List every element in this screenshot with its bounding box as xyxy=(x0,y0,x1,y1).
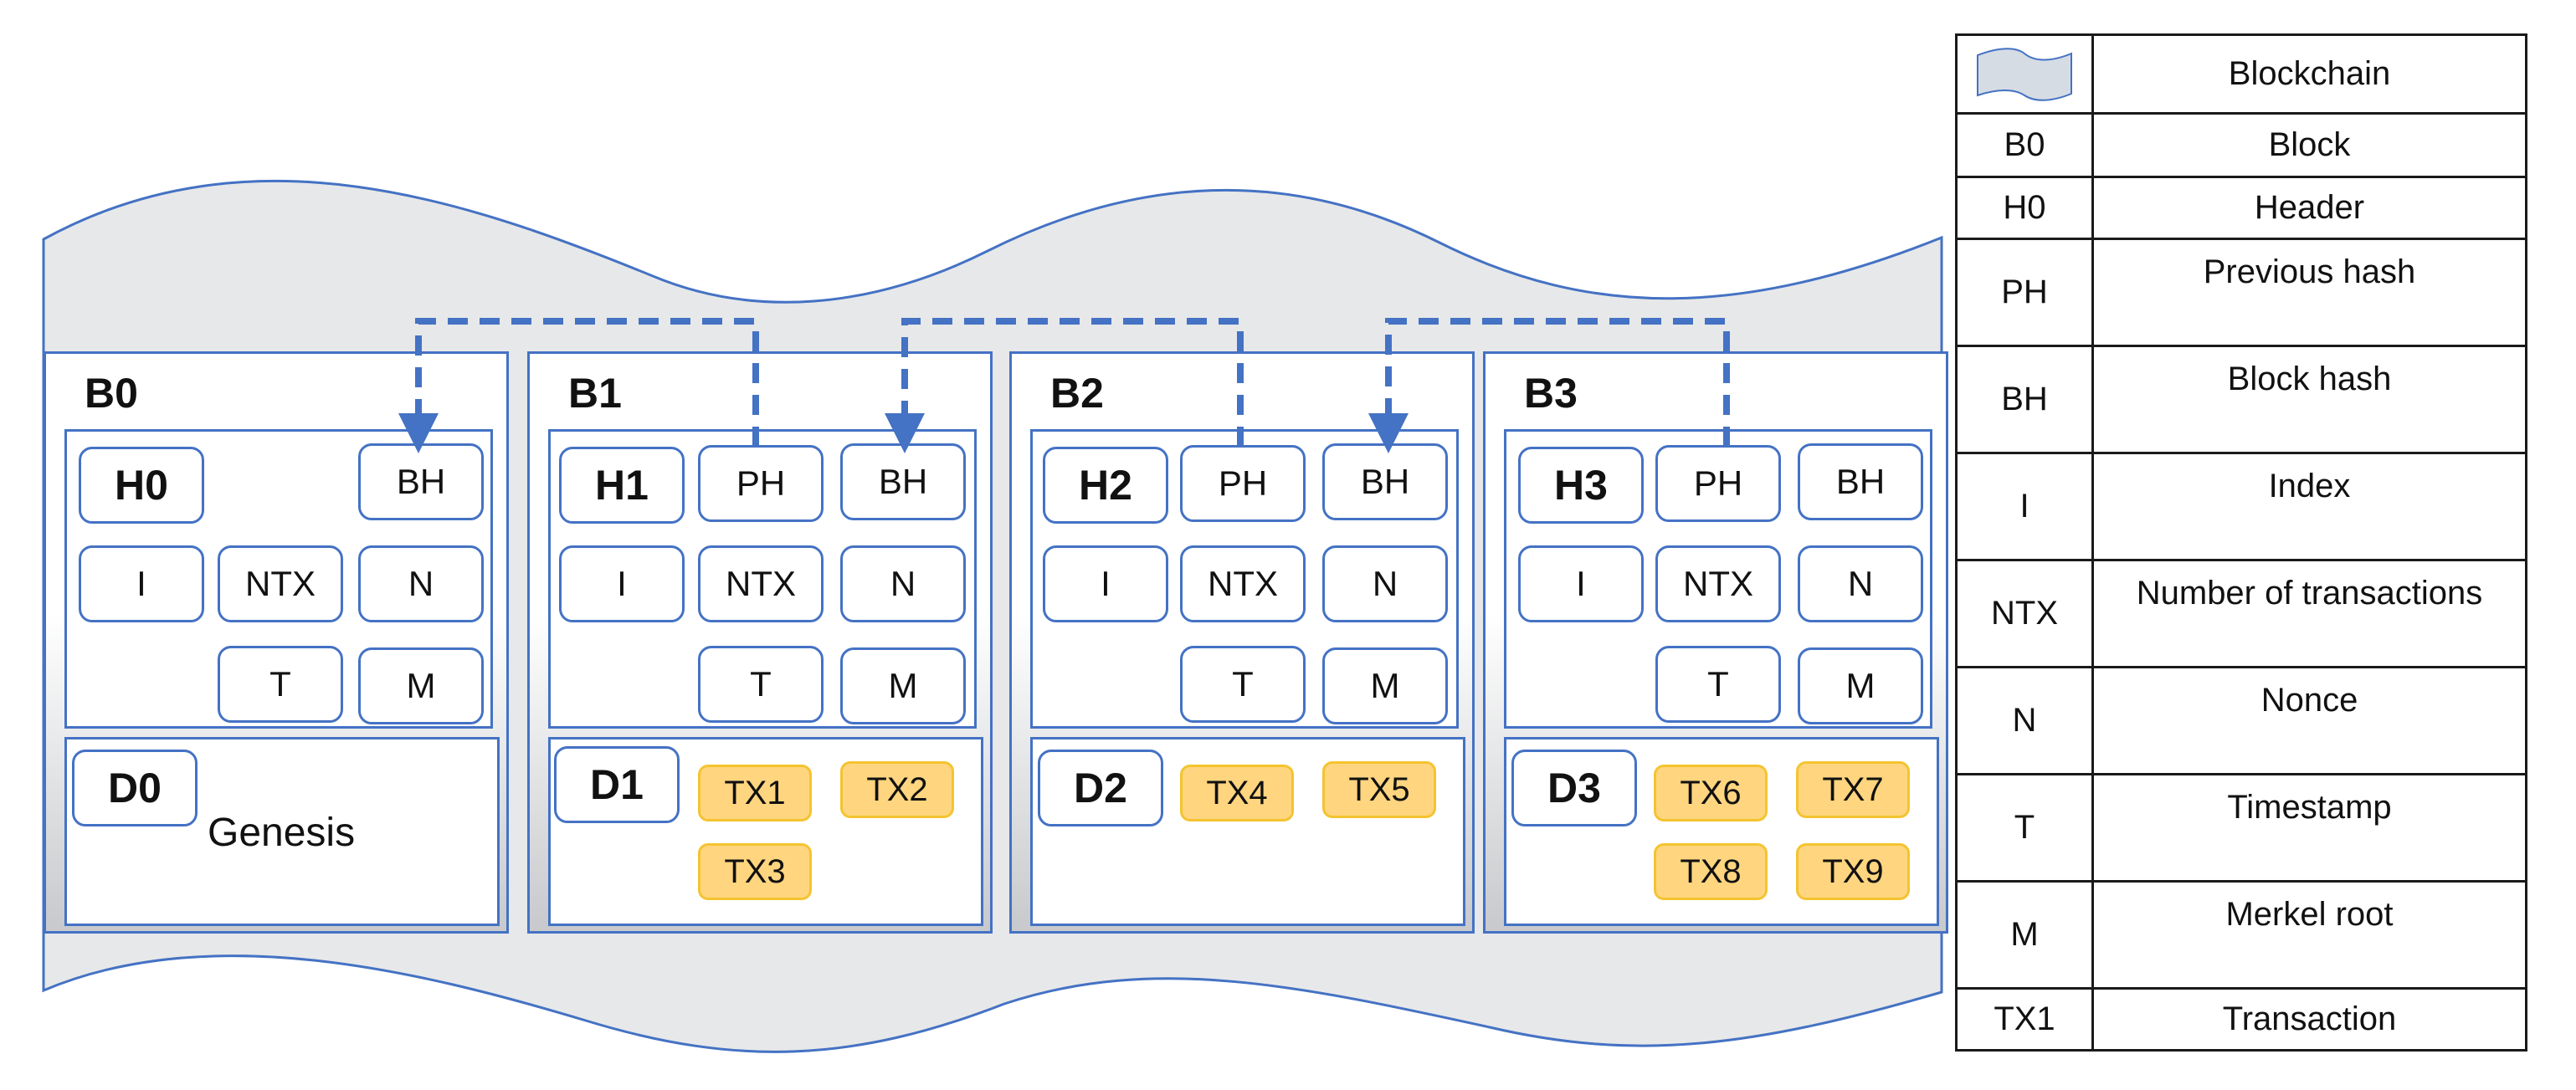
data-title: D3 xyxy=(1511,750,1637,826)
block-b0: B0 H0 BH I NTX N T M D0 Genesis xyxy=(44,351,509,934)
transaction-chip: TX5 xyxy=(1322,761,1436,818)
transaction-chip: TX6 xyxy=(1654,765,1768,821)
transaction-chip: TX1 xyxy=(698,765,812,821)
legend-meaning: Blockchain xyxy=(2091,33,2527,115)
legend-symbol xyxy=(1955,33,2094,115)
nonce-field: N xyxy=(1322,545,1448,622)
ntx-field: NTX xyxy=(1655,545,1781,622)
header-frame: H0 BH I NTX N T M xyxy=(64,429,493,729)
transaction-chip: TX7 xyxy=(1796,761,1910,818)
legend-meaning: Previous hash xyxy=(2091,238,2527,347)
merkle-root-field: M xyxy=(1322,647,1448,724)
merkle-root-field: M xyxy=(358,647,484,724)
legend-row: H0 Header xyxy=(1955,176,2527,240)
legend-symbol: T xyxy=(1955,773,2094,883)
merkle-root-field: M xyxy=(1798,647,1923,724)
genesis-label: Genesis xyxy=(208,811,356,855)
block-b3: B3 H3 PH BH I NTX N T M D3 TX6 TX7 TX8 T… xyxy=(1483,351,1948,934)
block-hash-field: BH xyxy=(1322,443,1448,520)
block-hash-field: BH xyxy=(358,443,484,520)
block-b1: B1 H1 PH BH I NTX N T M D1 TX1 TX2 TX3 xyxy=(527,351,993,934)
ntx-field: NTX xyxy=(698,545,824,622)
legend-row: T Timestamp xyxy=(1955,773,2527,883)
legend-meaning: Transaction xyxy=(2091,987,2527,1052)
block-label: B1 xyxy=(568,370,622,417)
legend-symbol: BH xyxy=(1955,345,2094,454)
legend-symbol: H0 xyxy=(1955,176,2094,240)
transaction-chip: TX3 xyxy=(698,843,812,900)
transaction-chip: TX4 xyxy=(1180,765,1294,821)
legend-row: PH Previous hash xyxy=(1955,238,2527,347)
data-title: D2 xyxy=(1038,750,1163,826)
legend-meaning: Block xyxy=(2091,112,2527,178)
data-title: D0 xyxy=(72,750,198,826)
legend-row: NTX Number of transactions xyxy=(1955,559,2527,668)
header-frame: H1 PH BH I NTX N T M xyxy=(548,429,977,729)
legend-table: Blockchain B0 Block H0 Header PH Previou… xyxy=(1955,33,2527,1052)
data-frame: D1 TX1 TX2 TX3 xyxy=(548,737,983,926)
transaction-chip: TX2 xyxy=(840,761,954,818)
merkle-root-field: M xyxy=(840,647,966,724)
legend-meaning: Header xyxy=(2091,176,2527,240)
legend-row: M Merkel root xyxy=(1955,880,2527,990)
legend-meaning: Nonce xyxy=(2091,666,2527,775)
timestamp-field: T xyxy=(218,646,343,723)
nonce-field: N xyxy=(840,545,966,622)
header-title: H0 xyxy=(79,447,204,524)
header-title: H1 xyxy=(559,447,685,524)
legend-meaning: Index xyxy=(2091,452,2527,561)
legend-symbol: N xyxy=(1955,666,2094,775)
legend-symbol: NTX xyxy=(1955,559,2094,668)
ntx-field: NTX xyxy=(218,545,343,622)
header-frame: H2 PH BH I NTX N T M xyxy=(1030,429,1459,729)
timestamp-field: T xyxy=(1655,646,1781,723)
previous-hash-field: PH xyxy=(1655,445,1781,522)
index-field: I xyxy=(79,545,204,622)
timestamp-field: T xyxy=(1180,646,1306,723)
header-title: H3 xyxy=(1518,447,1644,524)
block-hash-field: BH xyxy=(840,443,966,520)
legend-meaning: Number of transactions xyxy=(2091,559,2527,668)
index-field: I xyxy=(1043,545,1168,622)
transaction-chip: TX8 xyxy=(1654,843,1768,900)
ntx-field: NTX xyxy=(1180,545,1306,622)
legend-row: N Nonce xyxy=(1955,666,2527,775)
legend-symbol: M xyxy=(1955,880,2094,990)
data-frame: D3 TX6 TX7 TX8 TX9 xyxy=(1504,737,1939,926)
block-hash-field: BH xyxy=(1798,443,1923,520)
previous-hash-field: PH xyxy=(698,445,824,522)
header-frame: H3 PH BH I NTX N T M xyxy=(1504,429,1932,729)
legend-symbol: B0 xyxy=(1955,112,2094,178)
nonce-field: N xyxy=(1798,545,1923,622)
header-title: H2 xyxy=(1043,447,1168,524)
legend-symbol: PH xyxy=(1955,238,2094,347)
block-label: B3 xyxy=(1524,370,1578,417)
previous-hash-field: PH xyxy=(1180,445,1306,522)
data-title: D1 xyxy=(554,746,680,823)
flag-icon xyxy=(1977,47,2072,101)
block-label: B0 xyxy=(85,370,138,417)
data-frame: D2 TX4 TX5 xyxy=(1030,737,1465,926)
legend-meaning: Merkel root xyxy=(2091,880,2527,990)
timestamp-field: T xyxy=(698,646,824,723)
legend-meaning: Block hash xyxy=(2091,345,2527,454)
legend-row: I Index xyxy=(1955,452,2527,561)
index-field: I xyxy=(559,545,685,622)
data-frame: D0 Genesis xyxy=(64,737,500,926)
block-b2: B2 H2 PH BH I NTX N T M D2 TX4 TX5 xyxy=(1009,351,1475,934)
legend-symbol: I xyxy=(1955,452,2094,561)
legend-symbol: TX1 xyxy=(1955,987,2094,1052)
legend-row: Blockchain xyxy=(1955,33,2527,115)
legend-row: BH Block hash xyxy=(1955,345,2527,454)
legend-row: TX1 Transaction xyxy=(1955,987,2527,1052)
index-field: I xyxy=(1518,545,1644,622)
nonce-field: N xyxy=(358,545,484,622)
transaction-chip: TX9 xyxy=(1796,843,1910,900)
block-label: B2 xyxy=(1050,370,1104,417)
legend-row: B0 Block xyxy=(1955,112,2527,178)
legend-meaning: Timestamp xyxy=(2091,773,2527,883)
